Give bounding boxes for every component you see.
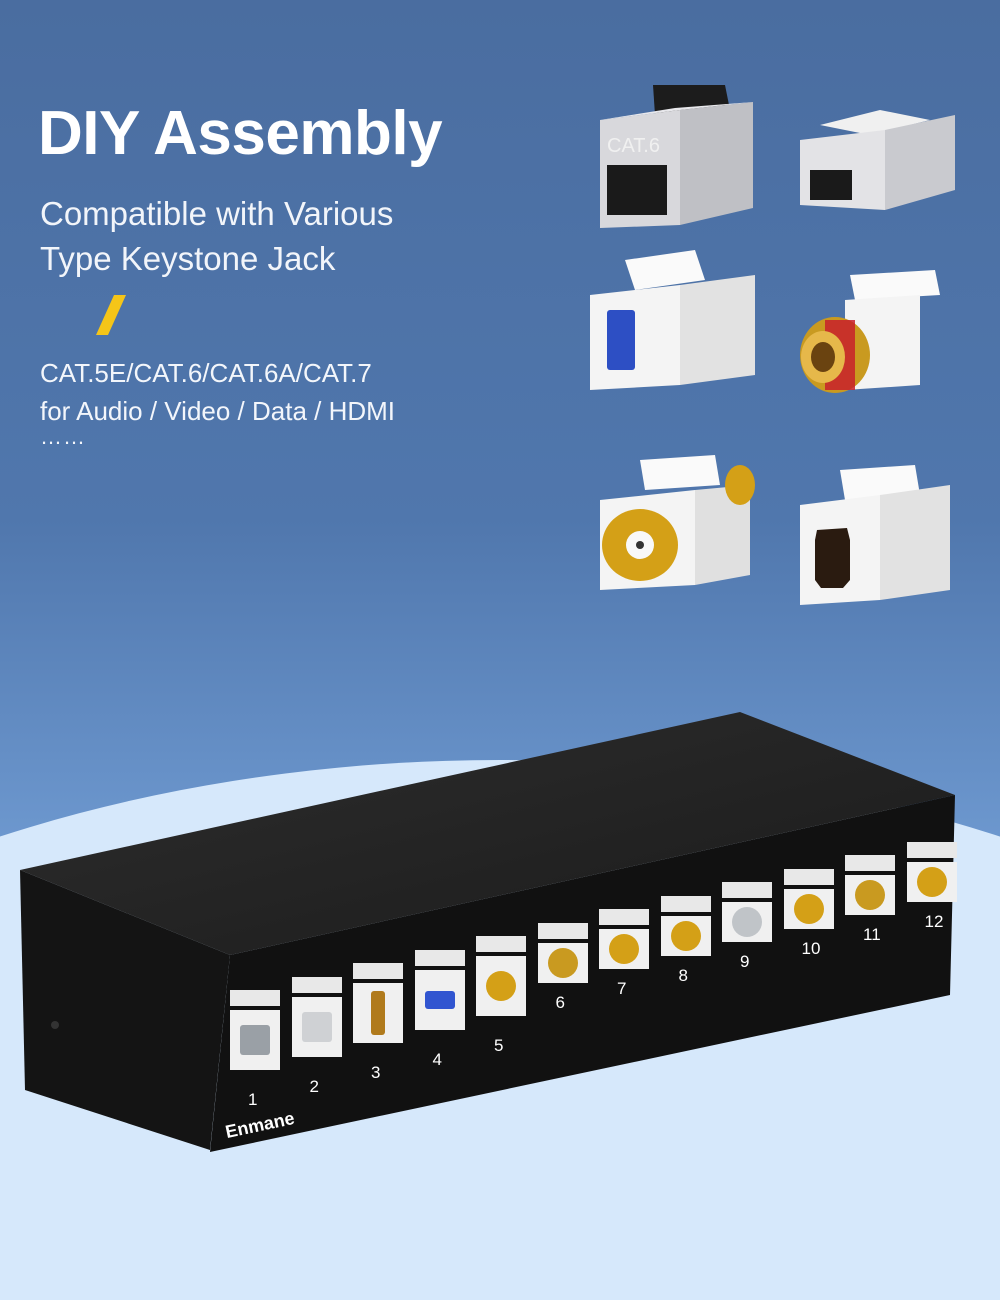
connector-icon: [793, 893, 824, 924]
port-number: 6: [555, 992, 565, 1012]
spec-ellipsis: ……: [40, 424, 86, 449]
port-10: [783, 888, 834, 929]
port-label-strip: [783, 868, 834, 885]
connector-icon: [547, 947, 578, 978]
port-label-strip: [291, 976, 342, 993]
usb3-jack-icon: [590, 250, 755, 390]
port-number: 9: [740, 952, 750, 971]
connector-icon: [609, 934, 639, 964]
port-12: [906, 861, 957, 902]
port-number: 11: [863, 925, 881, 944]
port-number: 3: [371, 1063, 381, 1082]
hdmi-jack-icon: [800, 465, 950, 605]
port-11: [845, 875, 895, 915]
port-number: 1: [248, 1090, 258, 1109]
connector-icon: [732, 907, 762, 937]
connector-icon: [301, 1011, 332, 1042]
spec-categories: CAT.5E/CAT.6/CAT.6A/CAT.7: [40, 358, 372, 388]
port-label-strip: [476, 936, 526, 952]
cat6-jack-icon: CAT.6: [600, 85, 753, 228]
connector-icon: [670, 920, 701, 951]
port-label-strip: [230, 990, 280, 1006]
port-number: 12: [924, 911, 944, 931]
svg-text:CAT.6: CAT.6: [607, 135, 660, 157]
spec-uses: for Audio / Video / Data / HDMI: [40, 396, 396, 426]
port-number: 5: [494, 1036, 504, 1055]
port-1: [230, 1010, 280, 1070]
port-label-strip: [906, 841, 957, 858]
rca-jack-icon: [600, 455, 755, 590]
binding-post-jack-icon: [800, 270, 940, 393]
headline: DIY Assembly: [38, 99, 443, 168]
port-2: [291, 996, 342, 1057]
connector-icon: [424, 990, 455, 1009]
port-3: [353, 983, 403, 1043]
port-number: 2: [309, 1076, 319, 1096]
port-number: 4: [432, 1049, 442, 1069]
accent-slash-icon: [96, 295, 126, 335]
port-label-strip: [414, 949, 465, 966]
port-label-strip: [353, 963, 403, 979]
port-6: [537, 942, 588, 983]
subtitle-line-2: Type Keystone Jack: [40, 240, 336, 277]
port-4: [414, 969, 465, 1030]
port-label-strip: [537, 922, 588, 939]
port-number: 7: [617, 979, 627, 998]
port-8: [660, 915, 711, 956]
port-5: [476, 956, 526, 1016]
port-9: [722, 902, 772, 942]
port-label-strip: [722, 882, 772, 898]
port-number: 10: [801, 938, 821, 958]
connector-icon: [371, 991, 385, 1035]
connector-icon: [240, 1025, 270, 1055]
latch: [820, 110, 930, 135]
connector-icon: [486, 971, 516, 1001]
port-label-strip: [599, 909, 649, 925]
port-label-strip: [845, 855, 895, 871]
port-7: [599, 929, 649, 969]
subtitle-line-1: Compatible with Various: [40, 195, 394, 232]
connector-icon: [916, 866, 947, 897]
port-label-strip: [660, 895, 711, 912]
connector-icon: [855, 880, 885, 910]
port-number: 8: [678, 965, 688, 985]
